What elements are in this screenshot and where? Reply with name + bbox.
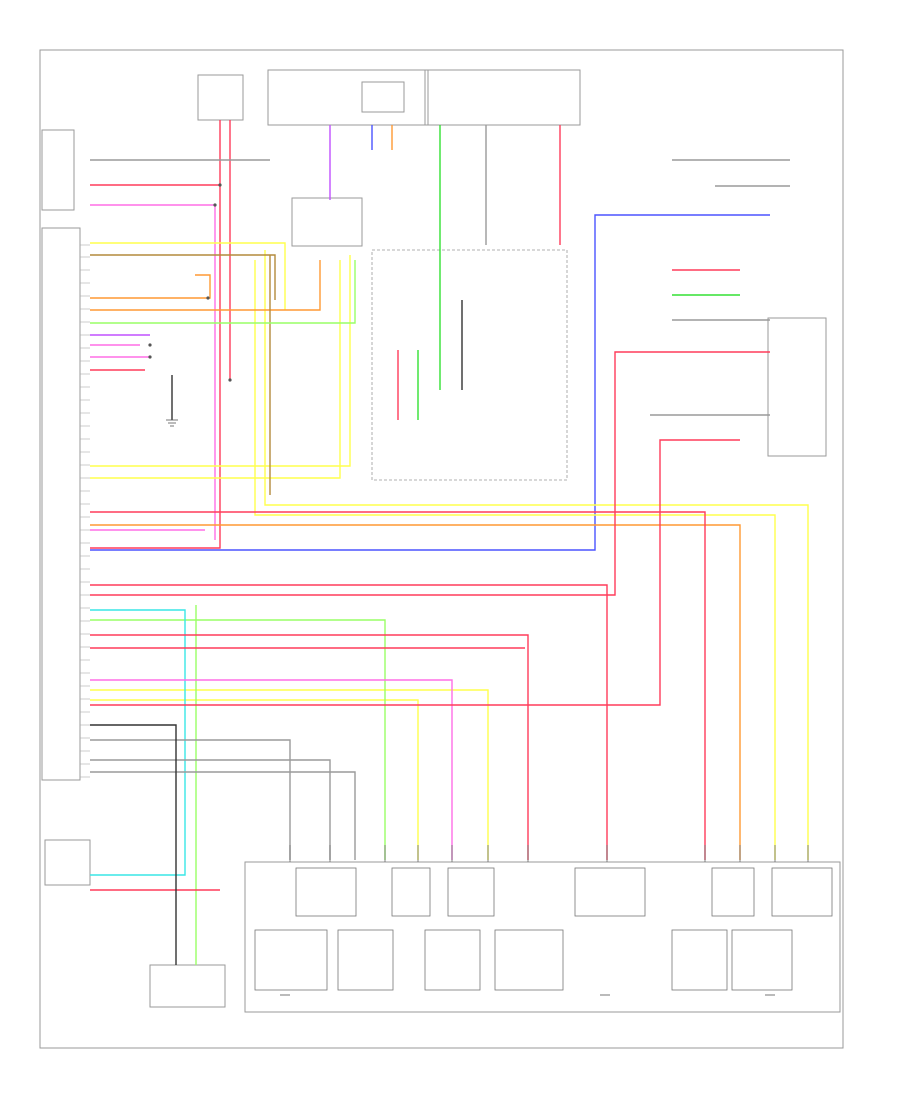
wire-orange-1 (90, 274, 211, 299)
wire-harness (90, 120, 809, 965)
wire-orange-3 (90, 524, 741, 860)
wire-red-long-2 (90, 439, 740, 706)
wire-red-6 (90, 511, 706, 860)
wire-yellow-4 (264, 250, 809, 860)
wire-red-3 (90, 634, 529, 860)
wire-lightgreen-1 (90, 260, 356, 324)
solenoid-box-4 (574, 867, 646, 917)
diagram-frame (39, 49, 844, 1049)
wire-black-1 (90, 724, 177, 965)
output-speed-sensor (149, 964, 226, 1008)
solenoid-box-6 (771, 867, 833, 917)
wire-red-long-1 (90, 351, 770, 596)
wire-gray-2 (90, 739, 291, 860)
sensor-box-1 (254, 929, 328, 991)
wire-orange-2 (90, 260, 321, 311)
wire-yellow-2 (90, 255, 351, 467)
selector-lever-assembly (767, 317, 827, 457)
wire-yellow-5 (254, 260, 776, 860)
relay-box (361, 81, 405, 113)
sensor-box-5 (671, 929, 728, 991)
wire-yellow-6 (90, 699, 419, 860)
fuse-block-right (424, 69, 581, 126)
ground-symbols (166, 419, 775, 996)
solenoid-box-2 (391, 867, 431, 917)
fuse-block-center (267, 69, 429, 126)
transmission-range-switch (291, 197, 363, 247)
solenoid-box-5 (711, 867, 755, 917)
wire-gray-3 (90, 759, 331, 860)
wire-red-5 (90, 584, 608, 860)
sensor-box-3 (424, 929, 481, 991)
wire-cyan (90, 609, 186, 876)
fuse-block-left (197, 74, 244, 121)
valve-solenoid-boxes (254, 867, 833, 991)
sensor-box-2 (337, 929, 394, 991)
input-speed-sensor (44, 839, 91, 886)
sensor-box-6 (731, 929, 793, 991)
solenoid-box-3 (447, 867, 495, 917)
wire-yellow-7 (90, 689, 489, 860)
top-left-switch (41, 129, 75, 211)
wire-yellow-1 (90, 242, 286, 310)
wire-gray-4 (90, 771, 356, 860)
wire-blue-long (90, 214, 770, 551)
control-valve-assembly (244, 861, 841, 1013)
sensor-box-4 (494, 929, 564, 991)
wire-red-power (90, 120, 221, 549)
valve-terminal-stubs (289, 845, 809, 862)
wire-pink-3 (90, 679, 453, 860)
solenoid-box-1 (295, 867, 357, 917)
tcm-connector (41, 227, 81, 781)
combination-meter (371, 249, 568, 481)
junction-dots (148, 183, 232, 382)
tcm-pin-ticks (80, 244, 90, 778)
fuse-block-group (197, 69, 581, 126)
wire-brown-1 (90, 254, 276, 300)
wire-lightgreen-2 (90, 619, 386, 860)
wire-yellow-3 (90, 260, 341, 479)
